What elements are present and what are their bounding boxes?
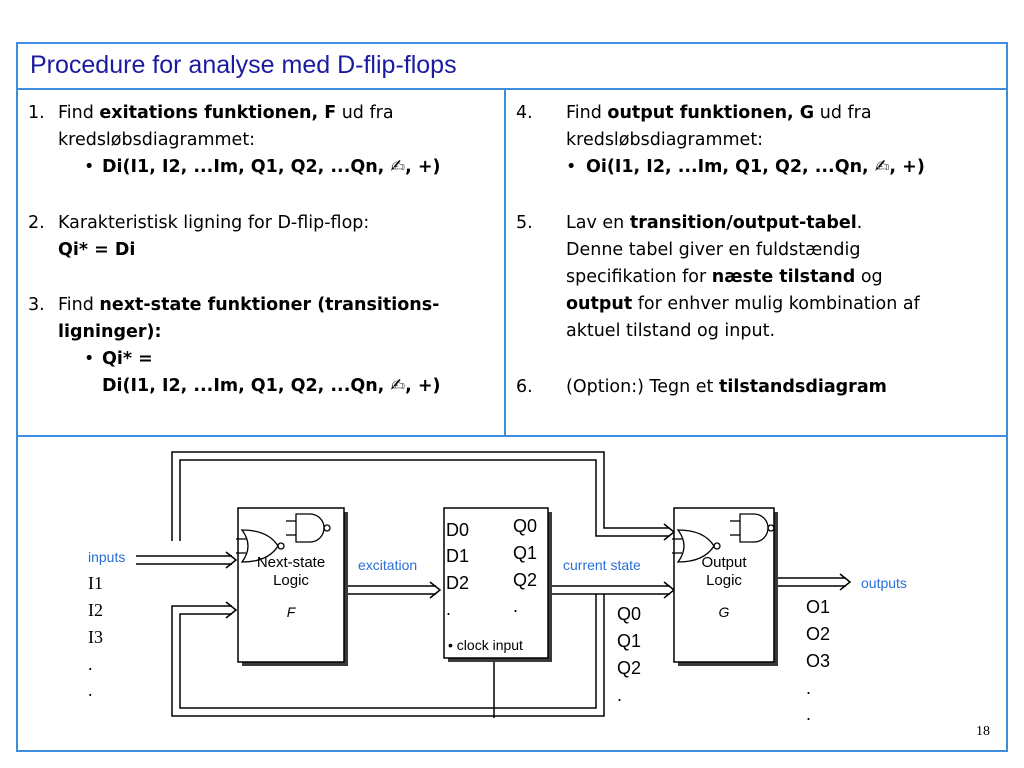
step-5-line-2: Denne tabel giver en fuldstændig: [566, 240, 861, 260]
step-5-bold: transition/output-tabel: [629, 213, 857, 233]
input-item: I1: [88, 573, 103, 593]
and-gate-icon: [730, 513, 775, 543]
ff-q-output: Q2: [513, 570, 537, 590]
step-3-formula-line-2: Di(I1, I2, ...Im, Q1, Q2, ...Qn, ✍, +): [102, 376, 441, 396]
flip-flop-box: [443, 507, 549, 659]
step-1-text-tail: ud fra: [336, 103, 394, 123]
state-item: Q1: [617, 631, 641, 651]
step-5-line-3: specifikation for næste tilstand og: [566, 264, 883, 291]
step-4-bold: output funktionen, G: [607, 103, 815, 123]
next-state-logic-label: Logic: [273, 572, 309, 589]
step-5-line-4-bold: output: [566, 294, 633, 314]
current-state-bus: [548, 581, 676, 599]
state-item: Q0: [617, 604, 641, 624]
step-4-bullet: •: [566, 157, 577, 177]
ff-d-input: D0: [446, 520, 469, 540]
step-1-bold: exitations funktionen, F: [99, 103, 337, 123]
or-gate-icon: [672, 529, 721, 563]
excitation-label: excitation: [358, 557, 417, 573]
step-6-bold: tilstandsdiagram: [718, 377, 887, 397]
step-5-line-4-b: for enhver mulig kombination af: [632, 294, 920, 314]
input-item: I3: [88, 627, 103, 647]
step-3-line-1: Find next-state funktioner (transitions-: [58, 292, 439, 319]
excitation-bus: [346, 581, 442, 599]
ff-q-output: .: [513, 596, 518, 616]
output-function-label: G: [719, 604, 730, 620]
step-4-text-tail: ud fra: [814, 103, 872, 123]
step-3-number: 3.: [28, 295, 45, 315]
step-5-text: Lav en: [566, 213, 630, 233]
step-1-text: Find: [58, 103, 100, 123]
ff-d-input: D2: [446, 573, 469, 593]
step-2-equation: Qi* = Di: [58, 240, 136, 260]
step-5-line-3-a: specifikation for: [566, 267, 712, 287]
state-item: Q2: [617, 658, 641, 678]
output-logic-label: Logic: [706, 572, 742, 589]
state-item: .: [617, 685, 622, 705]
step-3-bold: next-state funktioner (transitions-: [99, 295, 440, 315]
slide-title: Procedure for analyse med D-flip-flops: [30, 51, 457, 79]
step-5-line-3-c: og: [855, 267, 883, 287]
output-item: O1: [806, 597, 830, 617]
step-6-number: 6.: [516, 377, 533, 397]
step-6-text: (Option:) Tegn et: [566, 377, 719, 397]
step-1-bullet: •: [84, 157, 95, 177]
step-5-line-4: output for enhver mulig kombination af: [566, 291, 920, 318]
step-1-number: 1.: [28, 103, 45, 123]
step-2-line-1: Karakteristisk ligning for D-flip-flop:: [58, 213, 370, 233]
diagram-panel: [16, 435, 1008, 752]
inputs-label: inputs: [88, 549, 125, 565]
step-1-formula: Di(I1, I2, ...Im, Q1, Q2, ...Qn, ✍, +): [102, 157, 441, 177]
step-3-line-2: ligninger):: [58, 322, 162, 342]
output-item: O2: [806, 624, 830, 644]
step-5-line-1: Lav en transition/output-tabel.: [566, 210, 862, 237]
page-number: 18: [976, 724, 990, 739]
output-item: .: [806, 678, 811, 698]
clock-input-label: • clock input: [448, 637, 523, 653]
input-item: .: [88, 680, 93, 700]
step-6-line-1: (Option:) Tegn et tilstandsdiagram: [566, 374, 887, 401]
feedback-bottom-bus: [171, 594, 605, 717]
step-1-line-2: kredsløbsdiagrammet:: [58, 130, 256, 150]
output-logic-box: [673, 507, 775, 663]
step-4-text: Find: [566, 103, 608, 123]
step-3-text: Find: [58, 295, 100, 315]
or-gate-icon: [236, 529, 285, 563]
step-5-number: 5.: [516, 213, 533, 233]
step-4-line-1: Find output funktionen, G ud fra: [566, 100, 872, 127]
ff-d-input: .: [446, 599, 451, 619]
step-5-text-tail: .: [856, 213, 863, 233]
input-item: .: [88, 654, 93, 674]
next-state-logic-box: [237, 507, 345, 663]
step-2-number: 2.: [28, 213, 45, 233]
outputs-label: outputs: [861, 575, 907, 591]
current-state-label: current state: [563, 557, 641, 573]
inputs-bus: [136, 551, 238, 569]
step-4-formula: Oi(I1, I2, ...Im, Q1, Q2, ...Qn, ✍, +): [586, 157, 925, 177]
step-5-line-3-bold: næste tilstand: [711, 267, 856, 287]
step-5-line-5: aktuel tilstand og input.: [566, 321, 776, 341]
step-1-line-1: Find exitations funktionen, F ud fra: [58, 100, 394, 127]
step-3-bullet: •: [84, 349, 95, 369]
right-panel: 4. Find output funktionen, G ud fra kred…: [504, 88, 1008, 437]
ff-d-input: D1: [446, 546, 469, 566]
step-4-line-2: kredsløbsdiagrammet:: [566, 130, 764, 150]
ff-q-output: Q1: [513, 543, 537, 563]
step-3-formula-line-1: Qi* =: [102, 349, 153, 369]
ff-q-output: Q0: [513, 516, 537, 536]
output-item: O3: [806, 651, 830, 671]
output-label: Output: [701, 554, 747, 571]
and-gate-icon: [286, 513, 331, 543]
output-item: .: [806, 704, 811, 724]
step-4-number: 4.: [516, 103, 533, 123]
next-state-function-label: F: [287, 604, 297, 620]
input-item: I2: [88, 600, 103, 620]
outputs-bus: [776, 573, 852, 591]
next-state-label: Next-state: [257, 554, 325, 571]
